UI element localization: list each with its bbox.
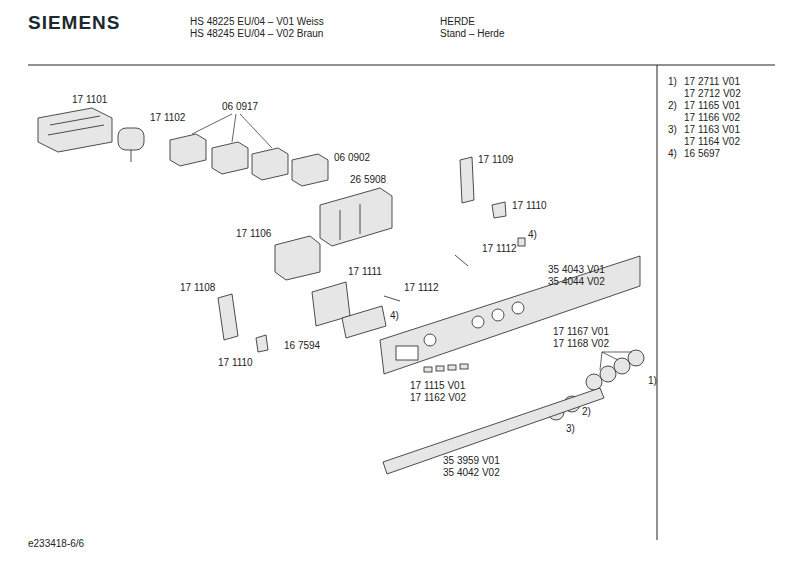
part-number: 17 1108: [180, 282, 215, 294]
part-number: 17 2711 V01: [684, 76, 740, 88]
part-number: 17 1163 V01: [684, 124, 740, 136]
part-number: 26 5908: [350, 174, 386, 186]
part-number: 16 7594: [284, 340, 320, 352]
part-number: 17 1112: [482, 243, 517, 255]
header-text: HERDE: [440, 16, 475, 28]
part-number: 17 1166 V02: [684, 112, 740, 124]
part-number: 17 1102: [150, 112, 185, 124]
callout-number: 1): [648, 375, 657, 387]
column-rule: [657, 65, 658, 540]
part-number: 35 4043 V01: [548, 264, 605, 276]
part-number: 17 1115 V01: [410, 380, 465, 392]
part-number: 16 5697: [684, 148, 720, 160]
part-number: 17 1110: [218, 357, 253, 369]
part-number: 17 1167 V01: [553, 326, 609, 338]
part-number: 17 1106: [236, 228, 271, 240]
leader-lines: [192, 114, 632, 370]
header-rule: [28, 65, 775, 66]
header-text: HS 48245 EU/04 – V02 Braun: [190, 28, 323, 40]
callout-number: 2): [668, 100, 677, 112]
callout-number: 4): [390, 310, 399, 322]
part-number: 06 0917: [222, 101, 258, 113]
callout-number: 3): [668, 124, 677, 136]
parts: [38, 108, 644, 474]
callout-number: 1): [668, 76, 677, 88]
part-number: 17 1168 V02: [553, 338, 609, 350]
part-number: 35 3959 V01: [443, 455, 500, 467]
part-number: 17 1112: [404, 282, 439, 294]
part-number: 17 1101: [72, 94, 107, 106]
callout-number: 2): [582, 406, 591, 418]
part-number: 17 1109: [478, 154, 513, 166]
part-number: 06 0902: [334, 152, 370, 164]
part-number: 35 4044 V02: [548, 276, 605, 288]
callout-number: 4): [668, 148, 677, 160]
part-number: 17 2712 V02: [684, 88, 741, 100]
part-number: 17 1111: [348, 266, 382, 278]
callout-number: 4): [528, 229, 537, 241]
part-number: 17 1164 V02: [684, 136, 740, 148]
part-number: 35 4042 V02: [443, 467, 500, 479]
header-text: Stand – Herde: [440, 28, 505, 40]
part-number: 17 1165 V01: [684, 100, 740, 112]
drawing-number: e233418-6/6: [28, 538, 84, 550]
logo: SIEMENS: [28, 12, 121, 34]
part-number: 17 1162 V02: [410, 392, 466, 404]
callout-number: 3): [566, 423, 575, 435]
header-text: HS 48225 EU/04 – V01 Weiss: [190, 16, 324, 28]
part-number: 17 1110: [512, 200, 547, 212]
